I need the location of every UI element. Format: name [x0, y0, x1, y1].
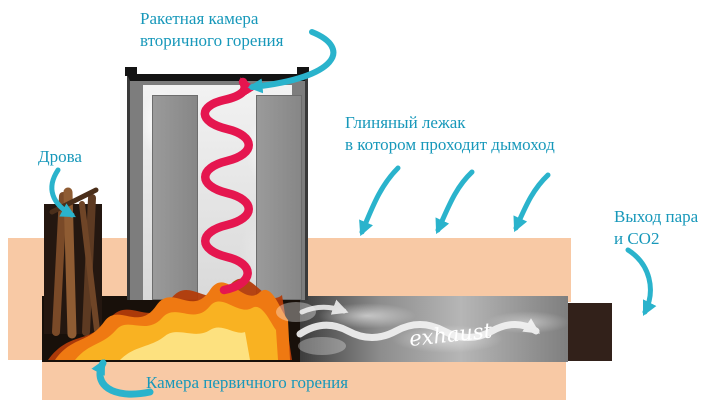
label-firewood: Дрова: [38, 147, 82, 166]
label-secondary-chamber: Ракетная камера вторичного горения: [140, 8, 283, 52]
label-clay-bench: Глиняный лежак в котором проходит дымохо…: [345, 112, 555, 156]
tower-cap-right-nub: [297, 67, 309, 76]
arrow-bench-3: [513, 172, 551, 233]
flue-duct-smoke: [300, 296, 568, 362]
wood-feed-box: [44, 204, 102, 334]
exhaust-exit-block: [568, 303, 612, 361]
arrow-steam-exit: [625, 247, 657, 317]
label-secondary-chamber-line2: вторичного горения: [140, 31, 284, 50]
label-steam-exit-line1: Выход пара: [614, 207, 699, 226]
label-secondary-chamber-line1: Ракетная камера: [140, 9, 259, 28]
clay-bench-top-block: [305, 238, 571, 302]
label-clay-bench-line1: Глиняный лежак: [345, 113, 466, 132]
tower-cap-left-nub: [125, 67, 137, 76]
label-clay-bench-line2: в котором проходит дымоход: [345, 135, 555, 154]
riser-left-pillar: [152, 95, 198, 300]
label-steam-exit-line2: и CO2: [614, 229, 660, 248]
riser-right-pillar: [256, 95, 302, 300]
arrow-bench-2: [435, 169, 475, 235]
arrow-bench-1: [359, 165, 401, 237]
label-steam-exit: Выход пара и CO2: [614, 206, 698, 250]
label-primary-chamber: Камера первичного горения: [146, 373, 349, 392]
